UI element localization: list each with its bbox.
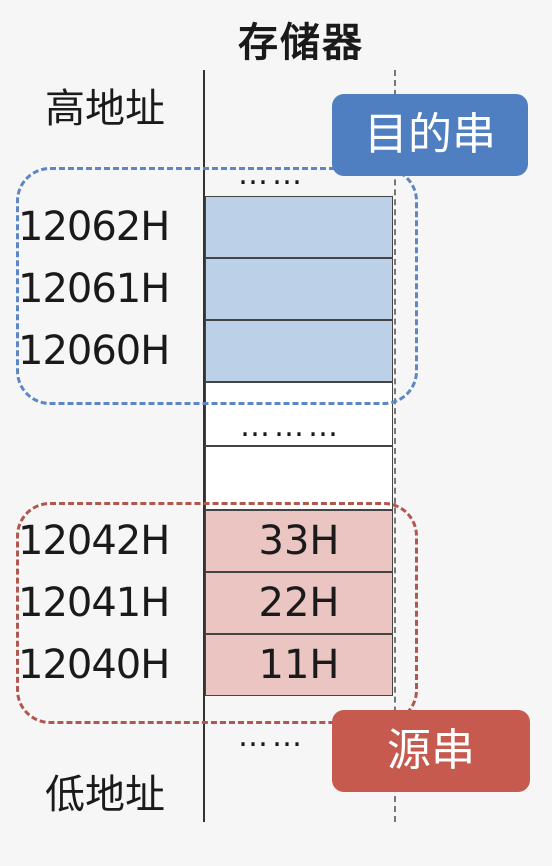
dest-address-2: 12060H xyxy=(18,328,170,374)
dest-address-1: 12061H xyxy=(18,266,170,312)
high-address-label: 高地址 xyxy=(45,86,165,132)
dest-cell-2 xyxy=(205,320,393,382)
gap-cell-lower xyxy=(205,446,393,510)
dest-cell-0 xyxy=(205,196,393,258)
memory-title: 存储器 xyxy=(238,20,364,66)
ellipsis-middle: ……… xyxy=(240,409,342,444)
ellipsis-bottom: …… xyxy=(238,719,306,754)
dest-address-0: 12062H xyxy=(18,204,170,250)
ellipsis-top: …… xyxy=(238,157,306,192)
memory-right-border xyxy=(394,70,396,822)
source-string-outline xyxy=(16,502,418,724)
gap-cell-upper xyxy=(205,382,393,446)
low-address-label: 低地址 xyxy=(45,772,165,818)
source-cell-2: 11H xyxy=(205,634,393,696)
source-string-tag: 源串 xyxy=(332,710,530,792)
source-address-1: 12041H xyxy=(18,580,170,626)
memory-left-border xyxy=(203,70,205,822)
source-cell-1: 22H xyxy=(205,572,393,634)
source-address-2: 12040H xyxy=(18,642,170,688)
dest-cell-1 xyxy=(205,258,393,320)
source-cell-0: 33H xyxy=(205,510,393,572)
dest-string-outline xyxy=(16,167,418,405)
dest-string-tag: 目的串 xyxy=(332,94,528,176)
